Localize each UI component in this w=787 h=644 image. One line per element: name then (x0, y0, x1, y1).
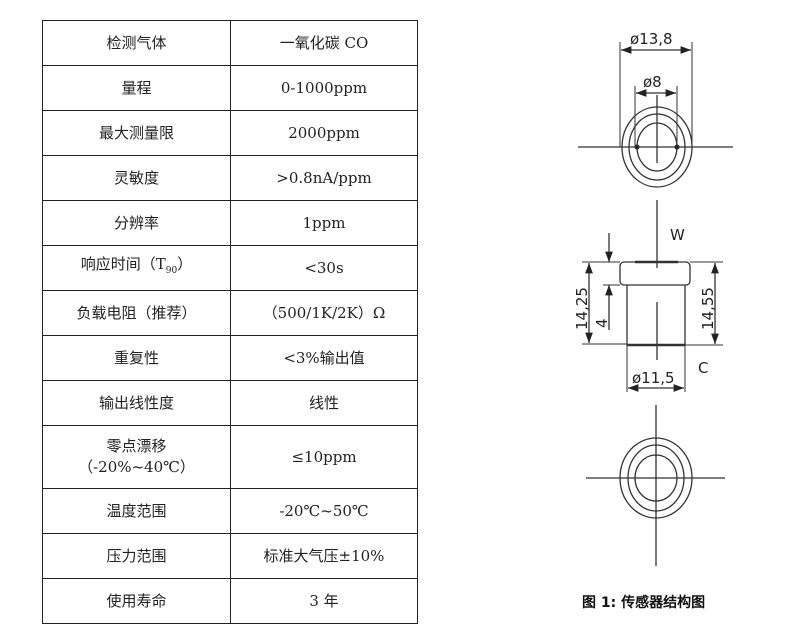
dim-body-diameter: ø11,5 (632, 369, 675, 387)
table-row: 响应时间（T90）<30s (42, 245, 418, 291)
table-row: 灵敏度 >0.8nA/ppm (42, 155, 418, 201)
spec-label-text: 负载电阻（推荐） (76, 303, 197, 322)
spec-value: >0.8nA/ppm (230, 155, 418, 201)
table-row: 重复性 <3%输出值 (42, 335, 418, 381)
spec-label-text: 分辨率 (113, 213, 159, 232)
spec-label: 灵敏度 (42, 155, 231, 201)
spec-value: 1ppm (230, 200, 418, 246)
label-c: C (698, 359, 708, 377)
dim-left-height: 14,25 (573, 287, 591, 330)
spec-label-text: 最大测量限 (98, 123, 174, 142)
dim-inner-diameter: ø8 (643, 73, 662, 91)
table-row: 分辨率 1ppm (42, 200, 418, 246)
spec-value: 0-1000ppm (230, 65, 418, 111)
spec-label: 分辨率 (42, 200, 231, 246)
table-row: 负载电阻（推荐） （500/1K/2K）Ω (42, 290, 418, 336)
table-row: 压力范围 标准大气压±10% (42, 533, 418, 579)
spec-value: <30s (230, 245, 418, 291)
spec-label-text: 使用寿命 (106, 591, 167, 610)
top-view: ø13,8 ø8 (578, 30, 733, 188)
spec-label-text: 压力范围 (106, 546, 167, 565)
table-row: 温度范围 -20℃~50℃ (42, 488, 418, 534)
spec-label: 压力范围 (42, 533, 231, 579)
spec-label: 使用寿命 (42, 578, 231, 624)
table-row: 检测气体 一氧化碳 CO (42, 20, 418, 66)
spec-label: 响应时间（T90） (42, 245, 231, 291)
spec-label-subscript: 90 (165, 266, 178, 276)
spec-label-end: ） (177, 255, 193, 273)
dim-right-height: 14,55 (699, 287, 717, 330)
spec-label: 温度范围 (42, 488, 231, 534)
spec-value: （500/1K/2K）Ω (230, 290, 418, 336)
dim-cap-height: 4 (593, 318, 611, 328)
spec-label-text: 检测气体 (106, 33, 167, 52)
sensor-spec-table: 检测气体 一氧化碳 CO 量程 0-1000ppm 最大测量限 2000ppm 灵敏度 >0.… (42, 20, 418, 624)
table-row: 量程 0-1000ppm (42, 65, 418, 111)
table-row: 使用寿命 3 年 (42, 578, 418, 624)
spec-label: 输出线性度 (42, 380, 231, 426)
table-row: 零点漂移 （-20%~40℃） ≤10ppm (42, 425, 418, 489)
bottom-view (586, 405, 725, 566)
spec-value: -20℃~50℃ (230, 488, 418, 534)
spec-value: 一氧化碳 CO (230, 20, 418, 66)
spec-label-text: 零点漂移 (106, 437, 167, 455)
spec-label-text: 输出线性度 (98, 393, 174, 412)
dim-outer-diameter: ø13,8 (630, 30, 673, 48)
spec-label-text: 温度范围 (106, 501, 167, 520)
figure-caption: 图 1: 传感器结构图 (582, 595, 706, 611)
side-view: W C 14,25 4 14,55 ø11,5 (573, 200, 723, 392)
spec-value: <3%输出值 (230, 335, 418, 381)
spec-label-text: 响应时间（T (80, 255, 166, 273)
spec-label-text: 重复性 (113, 348, 159, 367)
spec-value: 标准大气压±10% (230, 533, 418, 579)
label-w: W (670, 226, 685, 244)
spec-label-text: 量程 (121, 78, 152, 97)
spec-value: ≤10ppm (230, 425, 418, 489)
spec-value: 2000ppm (230, 110, 418, 156)
spec-label: 检测气体 (42, 20, 231, 66)
table-row: 输出线性度 线性 (42, 380, 418, 426)
spec-label: 零点漂移 （-20%~40℃） (42, 425, 231, 489)
spec-label-line2: （-20%~40℃） (78, 458, 195, 476)
spec-value: 3 年 (230, 578, 418, 624)
spec-label-text: 灵敏度 (113, 168, 159, 187)
table-row: 最大测量限 2000ppm (42, 110, 418, 156)
spec-value: 线性 (230, 380, 418, 426)
spec-label: 重复性 (42, 335, 231, 381)
